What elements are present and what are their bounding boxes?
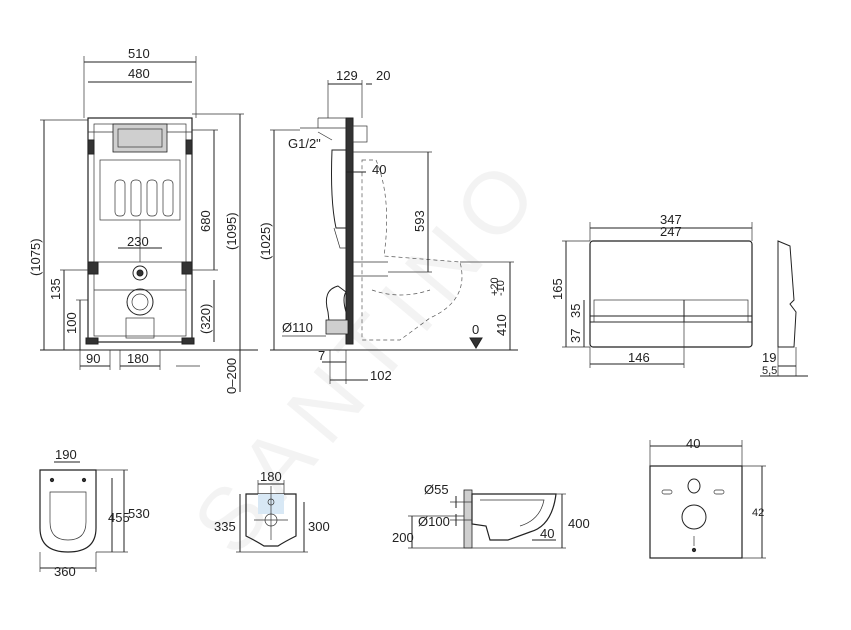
dim-230: 230 [127, 234, 149, 249]
toilet-bowl-back [245, 493, 297, 547]
dim-300: 300 [308, 519, 330, 534]
toilet-bowl-top [39, 469, 97, 553]
dim-1095: (1095) [224, 212, 239, 250]
dim-200: 200 [392, 530, 414, 545]
dim-40-bowl: 40 [540, 526, 554, 541]
dim-102: 102 [370, 368, 392, 383]
dim-400: 400 [568, 516, 590, 531]
dim-129: 129 [336, 68, 358, 83]
dim-593: 593 [412, 210, 427, 232]
dim-37: 37 [568, 329, 583, 343]
flush-plate-view: 347 247 165 35 37 146 19 5,5 [550, 212, 808, 377]
dim-pipe-55: Ø55 [424, 482, 449, 497]
insulation-mat [649, 465, 743, 559]
dim-320: (320) [198, 304, 213, 334]
toilet-bowl-side [471, 493, 557, 541]
flush-opening [112, 123, 168, 153]
frame-outline [87, 117, 193, 343]
frame-side-view: 129 20 G1/2" 40 593 (1025) Ø110 410 +20 … [258, 68, 518, 384]
dim-20: 20 [376, 68, 390, 83]
dim-35: 35 [568, 304, 583, 318]
dim-360: 360 [54, 564, 76, 579]
dim-135: 135 [48, 278, 63, 300]
drain-outlet [126, 288, 154, 316]
dim-90: 90 [86, 351, 100, 366]
thread-label: G1/2" [288, 136, 321, 151]
frame-front-view: 510 480 230 (1075) 135 100 680 (320) (10… [28, 46, 258, 394]
flush-plate-profile [777, 240, 797, 348]
dim-1075: (1075) [28, 238, 43, 276]
dim-146: 146 [628, 350, 650, 365]
dim-335: 335 [214, 519, 236, 534]
dim-7: 7 [318, 348, 325, 363]
dim-347: 347 [660, 212, 682, 227]
dim-180-back: 180 [260, 469, 282, 484]
toilet-top-view: 190 455 530 360 [39, 447, 150, 579]
cistern-side [331, 149, 347, 229]
dim-190: 190 [55, 447, 77, 462]
dim-410-tol-plus: +20 [489, 277, 501, 296]
dim-mat-40: 40 [686, 436, 700, 451]
toilet-outline-dashed [361, 159, 463, 341]
watermark: SANTINO [174, 134, 564, 572]
dim-680: 680 [198, 210, 213, 232]
dim-5-5: 5,5 [762, 365, 777, 377]
dim-pipe-100: Ø100 [418, 514, 450, 529]
dim-510: 510 [128, 46, 150, 61]
toilet-back-view: 180 335 300 [214, 469, 330, 553]
dim-455: 455 [108, 510, 130, 525]
dim-pipe-110: Ø110 [282, 320, 313, 335]
dim-19: 19 [762, 350, 776, 365]
dim-1025: (1025) [258, 222, 273, 260]
dim-410-tol-minus: -10 [495, 280, 507, 296]
toilet-side-view: Ø55 Ø100 200 400 40 [392, 482, 590, 549]
dim-100: 100 [64, 312, 79, 334]
dim-480: 480 [128, 66, 150, 81]
dim-247: 247 [660, 224, 682, 239]
dim-mat-42: 42 [752, 507, 764, 519]
dim-40-side: 40 [372, 162, 386, 177]
dim-410: 410 [494, 314, 509, 336]
water-connection [132, 265, 148, 281]
dim-180: 180 [127, 351, 149, 366]
dim-0-200: 0–200 [224, 358, 239, 394]
dim-165: 165 [550, 278, 565, 300]
dim-530: 530 [128, 506, 150, 521]
floor-zero-label: 0 [472, 322, 479, 337]
flush-plate [589, 240, 753, 348]
frame-post [345, 117, 354, 345]
insulation-mat-view: 40 42 [649, 436, 766, 559]
